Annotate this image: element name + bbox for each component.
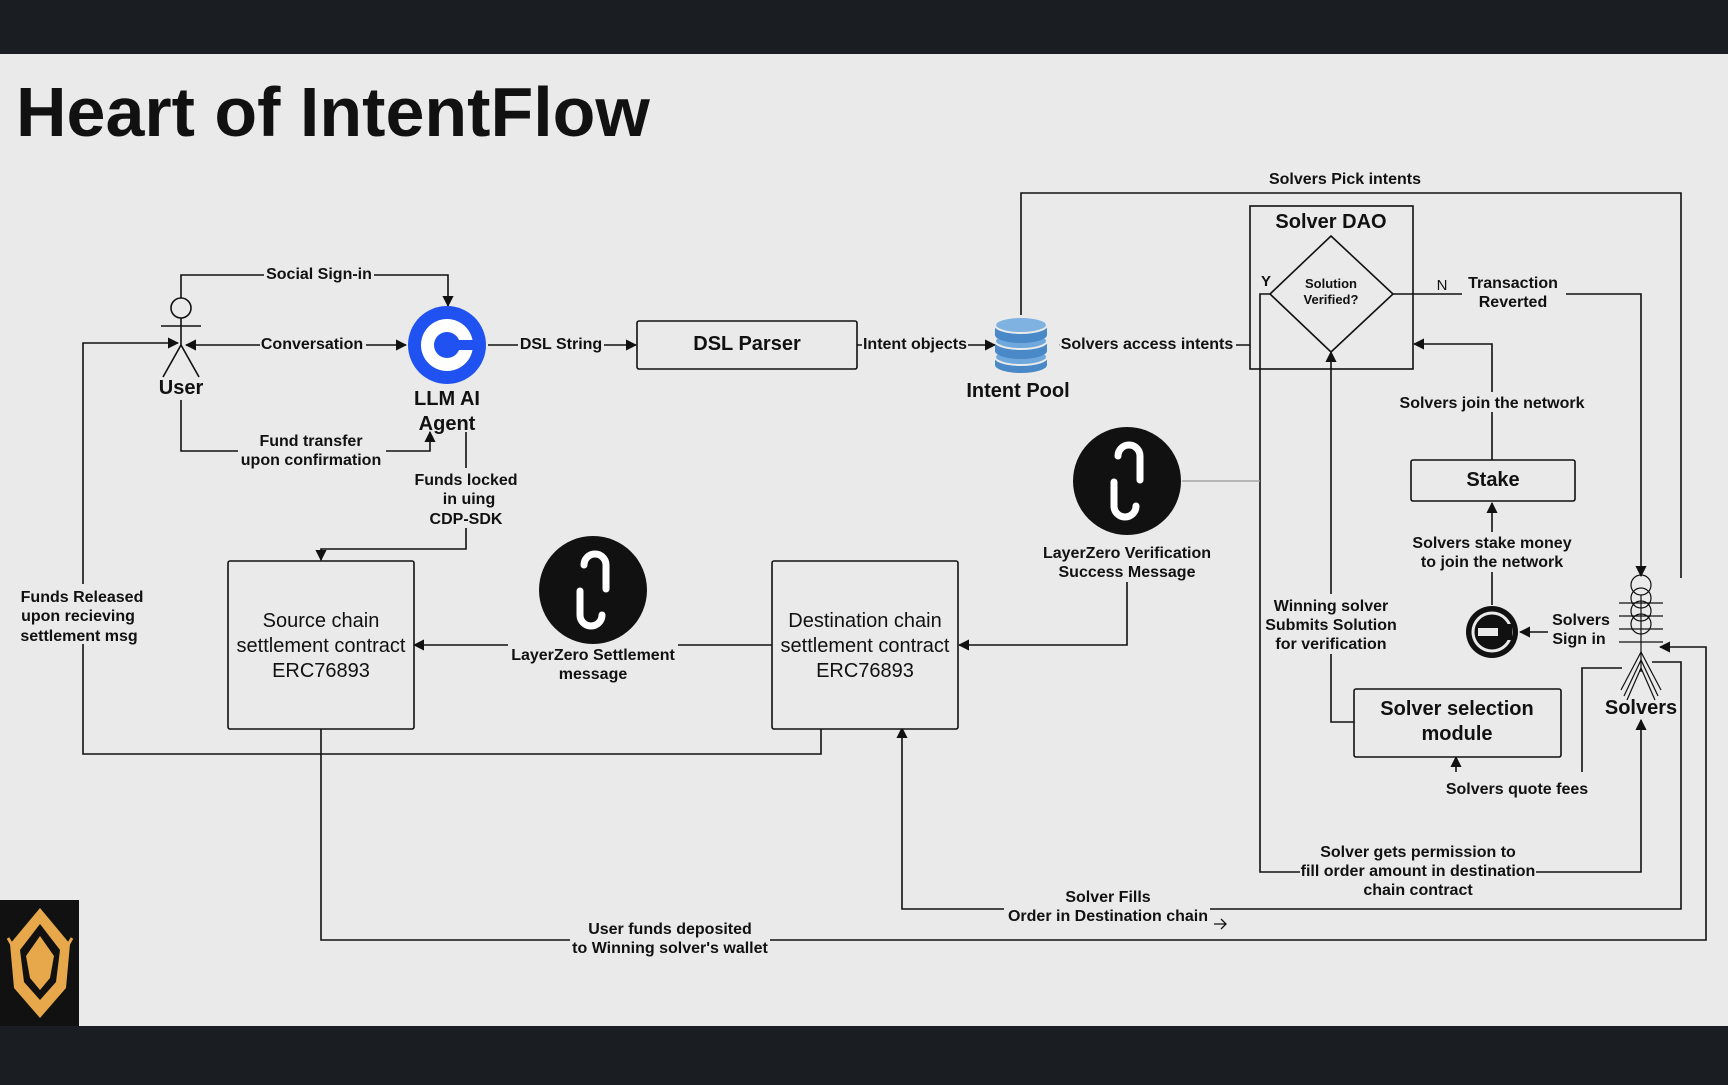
user-label: User bbox=[159, 377, 204, 399]
label-funds-locked-3: CDP-SDK bbox=[430, 511, 503, 528]
worldcoin-logo-icon bbox=[1466, 606, 1518, 658]
top-letterbox bbox=[0, 0, 1728, 54]
source-line3: ERC76893 bbox=[272, 660, 370, 682]
small-arrow-glyph bbox=[1214, 918, 1227, 930]
label-funds-released-1: Funds Released bbox=[21, 589, 144, 606]
label-social-signin: Social Sign-in bbox=[266, 266, 372, 283]
decision-label-line1: Solution bbox=[1305, 276, 1357, 291]
solvers-stick-figure-group-icon bbox=[1619, 574, 1663, 701]
solution-verified-decision bbox=[1268, 234, 1395, 354]
edge-funds-released bbox=[82, 337, 822, 755]
user-stick-figure-icon bbox=[161, 297, 201, 378]
label-intent-objects: Intent objects bbox=[863, 336, 967, 353]
label-funds-locked-1: Funds locked bbox=[414, 472, 517, 489]
edge-winning-solver bbox=[1325, 350, 1354, 723]
decision-no-label: N bbox=[1437, 277, 1448, 294]
label-dsl-string: DSL String bbox=[520, 336, 602, 353]
label-tx-reverted-1: Transaction bbox=[1468, 275, 1558, 292]
decision-label-line2: Verified? bbox=[1304, 292, 1359, 307]
label-winning-2: Submits Solution bbox=[1265, 617, 1397, 634]
label-solvers-signin-2: Sign in bbox=[1552, 631, 1605, 648]
label-funds-locked-2: in uing bbox=[443, 491, 495, 508]
label-lz-settle-2: message bbox=[559, 666, 628, 683]
solver-selection-line2: module bbox=[1421, 723, 1492, 745]
label-winning-1: Winning solver bbox=[1274, 598, 1389, 615]
edge-user-funds bbox=[320, 641, 1707, 941]
dest-line1: Destination chain bbox=[788, 610, 941, 632]
label-tx-reverted-2: Reverted bbox=[1479, 294, 1547, 311]
coinbase-logo-icon bbox=[408, 306, 486, 384]
label-permission-3: chain contract bbox=[1363, 882, 1473, 899]
label-lz-verif-1: LayerZero Verification bbox=[1043, 545, 1211, 562]
label-permission-2: fill order amount in destination bbox=[1301, 863, 1536, 880]
solver-dao: Solver DAO Solution Verified? Y N bbox=[1249, 205, 1448, 370]
label-lz-settle-1: LayerZero Settlement bbox=[511, 647, 675, 664]
label-stake-money-2: to join the network bbox=[1421, 554, 1563, 571]
dsl-parser: DSL Parser bbox=[636, 320, 858, 370]
decision-yes-label: Y bbox=[1261, 273, 1271, 290]
crown-shield-logo-icon bbox=[0, 900, 79, 1026]
edge-permission bbox=[1259, 293, 1647, 873]
label-user-funds-2: to Winning solver's wallet bbox=[572, 940, 768, 957]
intent-pool: Intent Pool bbox=[966, 316, 1070, 402]
intent-pool-label: Intent Pool bbox=[966, 380, 1069, 402]
edge-solver-fills bbox=[896, 661, 1682, 910]
stake-label: Stake bbox=[1466, 469, 1519, 491]
bottom-letterbox bbox=[0, 1026, 1728, 1080]
solver-selection-line1: Solver selection bbox=[1380, 698, 1533, 720]
source-chain-box bbox=[227, 560, 415, 730]
edge-solvers-pick bbox=[1020, 192, 1682, 578]
slide-title: Heart of IntentFlow bbox=[16, 73, 650, 151]
llm-label-line2: Agent bbox=[419, 413, 476, 435]
label-fund-transfer-2: upon confirmation bbox=[241, 452, 381, 469]
label-solvers-join: Solvers join the network bbox=[1400, 395, 1585, 412]
label-user-funds-1: User funds deposited bbox=[588, 921, 752, 938]
dest-line3: ERC76893 bbox=[816, 660, 914, 682]
label-solver-fills-2: Order in Destination chain bbox=[1008, 908, 1208, 925]
source-line1: Source chain bbox=[263, 610, 380, 632]
label-conversation: Conversation bbox=[261, 336, 363, 353]
edge-solvers-join bbox=[1412, 338, 1493, 460]
label-funds-released-2: upon recieving bbox=[21, 608, 135, 625]
solver-selection-module: Solver selection module bbox=[1353, 688, 1562, 758]
user-actor: User bbox=[159, 297, 204, 399]
solver-selection-box bbox=[1353, 688, 1562, 758]
layerzero-settlement-logo-icon bbox=[539, 536, 647, 644]
dsl-parser-label: DSL Parser bbox=[693, 333, 801, 355]
layerzero-logo-icon bbox=[1073, 427, 1181, 535]
stake-box bbox=[1410, 459, 1576, 502]
edge-labels: Social Sign-in Conversation Fund transfe… bbox=[20, 170, 1612, 957]
destination-chain-box bbox=[771, 560, 959, 730]
destination-chain-contract: Destination chain settlement contract ER… bbox=[771, 560, 959, 730]
source-line2: settlement contract bbox=[237, 635, 406, 657]
llm-agent: LLM AI Agent bbox=[408, 306, 486, 435]
label-solvers-pick: Solvers Pick intents bbox=[1269, 171, 1421, 188]
label-stake-money-1: Solvers stake money bbox=[1412, 535, 1571, 552]
edge-lz-verification bbox=[957, 582, 1128, 651]
label-quote-fees: Solvers quote fees bbox=[1446, 781, 1588, 798]
label-fund-transfer-1: Fund transfer bbox=[259, 433, 362, 450]
label-lz-verif-2: Success Message bbox=[1059, 564, 1196, 581]
label-solver-fills-1: Solver Fills bbox=[1065, 889, 1150, 906]
label-solvers-signin-1: Solvers bbox=[1552, 612, 1610, 629]
dest-line2: settlement contract bbox=[781, 635, 950, 657]
solver-dao-box bbox=[1249, 205, 1414, 370]
solver-dao-label: Solver DAO bbox=[1275, 211, 1386, 233]
llm-label-line1: LLM AI bbox=[414, 388, 480, 410]
stake: Stake bbox=[1410, 459, 1576, 502]
label-funds-released-3: settlement msg bbox=[20, 628, 137, 645]
source-chain-contract: Source chain settlement contract ERC7689… bbox=[227, 560, 415, 730]
database-icon bbox=[994, 316, 1048, 373]
dsl-parser-box bbox=[636, 320, 858, 370]
label-permission-1: Solver gets permission to bbox=[1320, 844, 1516, 861]
label-solvers-access: Solvers access intents bbox=[1061, 336, 1234, 353]
solvers-group: Solvers bbox=[1605, 574, 1677, 719]
label-winning-3: for verification bbox=[1275, 636, 1386, 653]
solvers-label: Solvers bbox=[1605, 697, 1677, 719]
